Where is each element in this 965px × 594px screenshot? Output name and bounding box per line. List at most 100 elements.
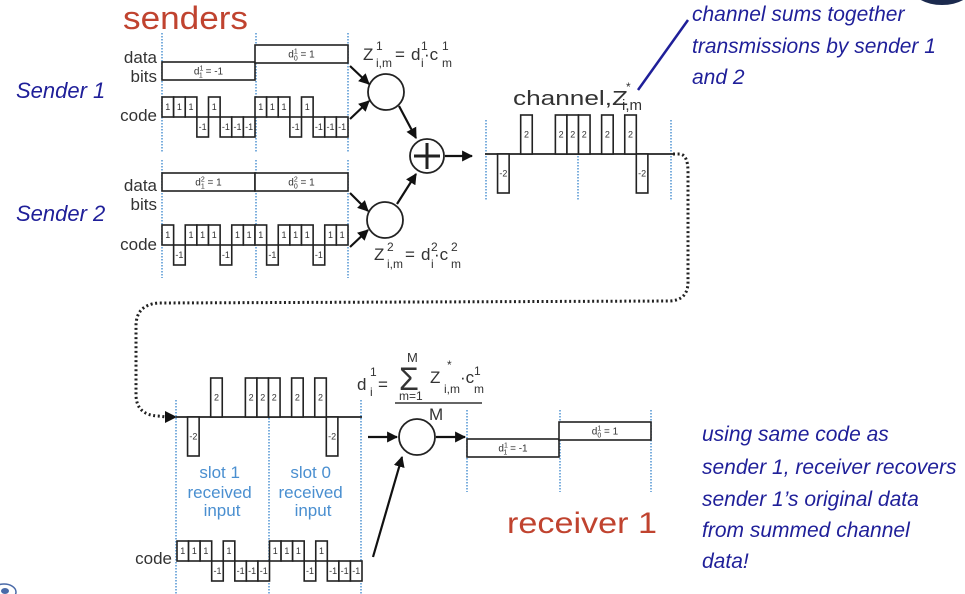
recovered-data-bit-box bbox=[466, 438, 560, 458]
arrow-icon bbox=[396, 173, 417, 205]
receiver-code-chip-label: -1 bbox=[341, 566, 349, 576]
sender-2-code-chip-label: 1 bbox=[247, 230, 252, 240]
receiver-code-chip-label: -1 bbox=[329, 566, 337, 576]
sender-1-multiplier-node bbox=[367, 73, 405, 111]
sender-1-code-chip bbox=[207, 96, 221, 118]
receiver-code-chip-label: 1 bbox=[227, 546, 232, 556]
bits-label: bits bbox=[131, 195, 157, 214]
received-chip-label: 2 bbox=[214, 393, 219, 403]
received-chip-label: -2 bbox=[189, 432, 197, 442]
receiver-code-chip bbox=[222, 540, 236, 562]
channel-label-sub: i,m bbox=[622, 97, 642, 114]
sender-1-code-chip-label: 1 bbox=[165, 102, 170, 112]
received-chip-label: 2 bbox=[272, 393, 277, 403]
channel-chip-label: 2 bbox=[628, 130, 633, 140]
sender-1-code-chip-label: 1 bbox=[258, 102, 263, 112]
data-label: data bbox=[124, 176, 158, 195]
receiver-code-chip bbox=[199, 540, 213, 562]
sender-1-code-chip-label: -1 bbox=[338, 122, 346, 132]
sender-2-code-chip-label: -1 bbox=[315, 250, 323, 260]
receiver-code-chip-label: 1 bbox=[203, 546, 208, 556]
sender-1-data-bit-box bbox=[254, 44, 349, 64]
sender-2-code-chip bbox=[207, 224, 221, 246]
receiver-equation: d 1 i = M Σ m=1 Z * i,m ·c 1 m M bbox=[357, 349, 488, 424]
channel-label: channel,Z bbox=[513, 88, 628, 110]
sender-1-data-bit-box bbox=[161, 61, 256, 81]
arrow-icon bbox=[371, 455, 405, 558]
sender-2-code-chip-label: 1 bbox=[340, 230, 345, 240]
sender-2-code-chip-label: 1 bbox=[282, 230, 287, 240]
receiver-code-chip-label: 1 bbox=[273, 546, 278, 556]
received-chip bbox=[209, 377, 224, 418]
channel-chip-label: 2 bbox=[582, 130, 587, 140]
sender-2-code-chip-label: 1 bbox=[235, 230, 240, 240]
sender-1-code-chip bbox=[289, 116, 303, 138]
sender-2-code-chip bbox=[300, 224, 314, 246]
sender-1-code-chip bbox=[300, 96, 314, 118]
slot-1-label: slot 1 received input bbox=[188, 463, 257, 520]
sender-1-code-chip bbox=[335, 116, 349, 138]
sender-2-code-chip-label: 1 bbox=[200, 230, 205, 240]
channel-chip-label: 2 bbox=[524, 130, 529, 140]
receiver-multiplier-node bbox=[398, 418, 436, 456]
sender-1-code-chip-label: 1 bbox=[270, 102, 275, 112]
receiver-code-chip-label: -1 bbox=[237, 566, 245, 576]
sender-1-code-chip-label: -1 bbox=[222, 122, 230, 132]
sender-2-code-chip bbox=[254, 224, 268, 246]
receiver-code-chip bbox=[303, 560, 317, 582]
receiver-code-chip-label: -1 bbox=[260, 566, 268, 576]
senders-title: senders bbox=[123, 0, 248, 36]
sender-1-code-chip-label: -1 bbox=[315, 122, 323, 132]
sender-1-code-chip-label: -1 bbox=[292, 122, 300, 132]
arrow-icon bbox=[349, 229, 369, 248]
sender-2-code-chip-label: 1 bbox=[212, 230, 217, 240]
sender-1-code-chip-label: 1 bbox=[189, 102, 194, 112]
sender-2-code-chip-label: -1 bbox=[222, 250, 230, 260]
logo-icon bbox=[0, 583, 17, 594]
sender-2-code-chip-label: 1 bbox=[328, 230, 333, 240]
received-chip-label: 2 bbox=[318, 393, 323, 403]
sender-2-code-chip bbox=[172, 244, 187, 266]
received-chip-label: 2 bbox=[249, 393, 254, 403]
received-chip-label: -2 bbox=[328, 432, 336, 442]
sender-1-code-chip bbox=[196, 116, 210, 138]
receiver-code-chip-label: 1 bbox=[296, 546, 301, 556]
sender-1-code-chip bbox=[242, 116, 256, 138]
received-chip-label: 2 bbox=[260, 393, 265, 403]
receiver-code-chip bbox=[314, 540, 329, 562]
channel-chip-label: 2 bbox=[570, 130, 575, 140]
sender-1-code-chip-label: -1 bbox=[245, 122, 253, 132]
sender-1-code-chip-label: 1 bbox=[212, 102, 217, 112]
arrow-icon bbox=[349, 192, 369, 212]
sum-node-plus-icon bbox=[409, 138, 445, 174]
sender-2-code-chip bbox=[265, 244, 280, 266]
recovered-data-bit-box bbox=[558, 421, 652, 441]
arrow-icon bbox=[398, 105, 417, 139]
channel-chip-label: -2 bbox=[638, 169, 646, 179]
bits-label: bits bbox=[131, 67, 157, 86]
receiver-code-chip-label: 1 bbox=[319, 546, 324, 556]
sender-2-code-chip-label: 1 bbox=[189, 230, 194, 240]
channel-chip bbox=[577, 114, 591, 155]
received-chip bbox=[313, 377, 328, 418]
received-chip bbox=[267, 377, 281, 418]
received-chip-label: 2 bbox=[295, 393, 300, 403]
sender-2-code-chip-label: 1 bbox=[258, 230, 263, 240]
receiver-code-chip-label: -1 bbox=[306, 566, 314, 576]
channel-chip bbox=[519, 114, 534, 155]
data-label: data bbox=[124, 48, 158, 67]
sender-2-code-chip bbox=[335, 224, 349, 246]
channel-chip bbox=[635, 153, 649, 194]
received-chip bbox=[290, 377, 304, 418]
sender-2-data-bit-box bbox=[254, 172, 349, 192]
sender-2-code-chip bbox=[161, 224, 175, 246]
